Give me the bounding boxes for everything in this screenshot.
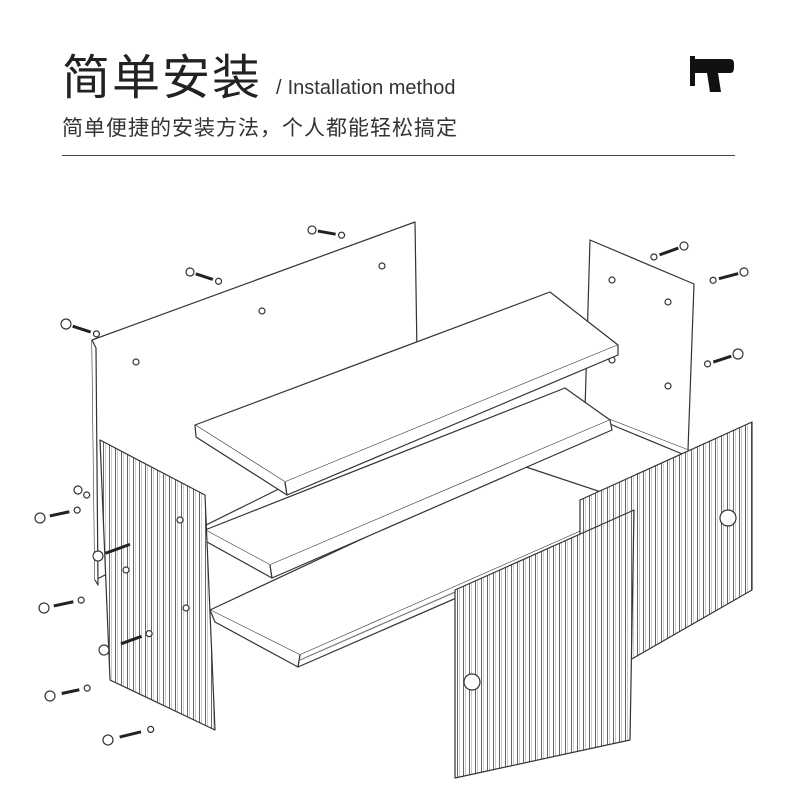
screws [34, 225, 749, 746]
page-title: 简单安装 [62, 50, 263, 106]
page-subtitle: 简单便捷的安装方法，个人都能轻松搞定 [62, 116, 458, 140]
title-separator: / [276, 77, 282, 99]
middle-shelf [204, 387, 613, 579]
header-divider [62, 155, 735, 156]
title-row: 简单安装 / Installation method [62, 38, 455, 108]
front-door [454, 509, 635, 779]
page-title-english: Installation method [287, 77, 456, 99]
left-side-panel [99, 439, 216, 731]
drill-icon [690, 56, 734, 92]
header: 简单安装 / Installation method 简单便捷的安装方法，个人都… [0, 0, 790, 160]
top-shelf [194, 291, 619, 496]
assembly-illustration [34, 221, 753, 779]
